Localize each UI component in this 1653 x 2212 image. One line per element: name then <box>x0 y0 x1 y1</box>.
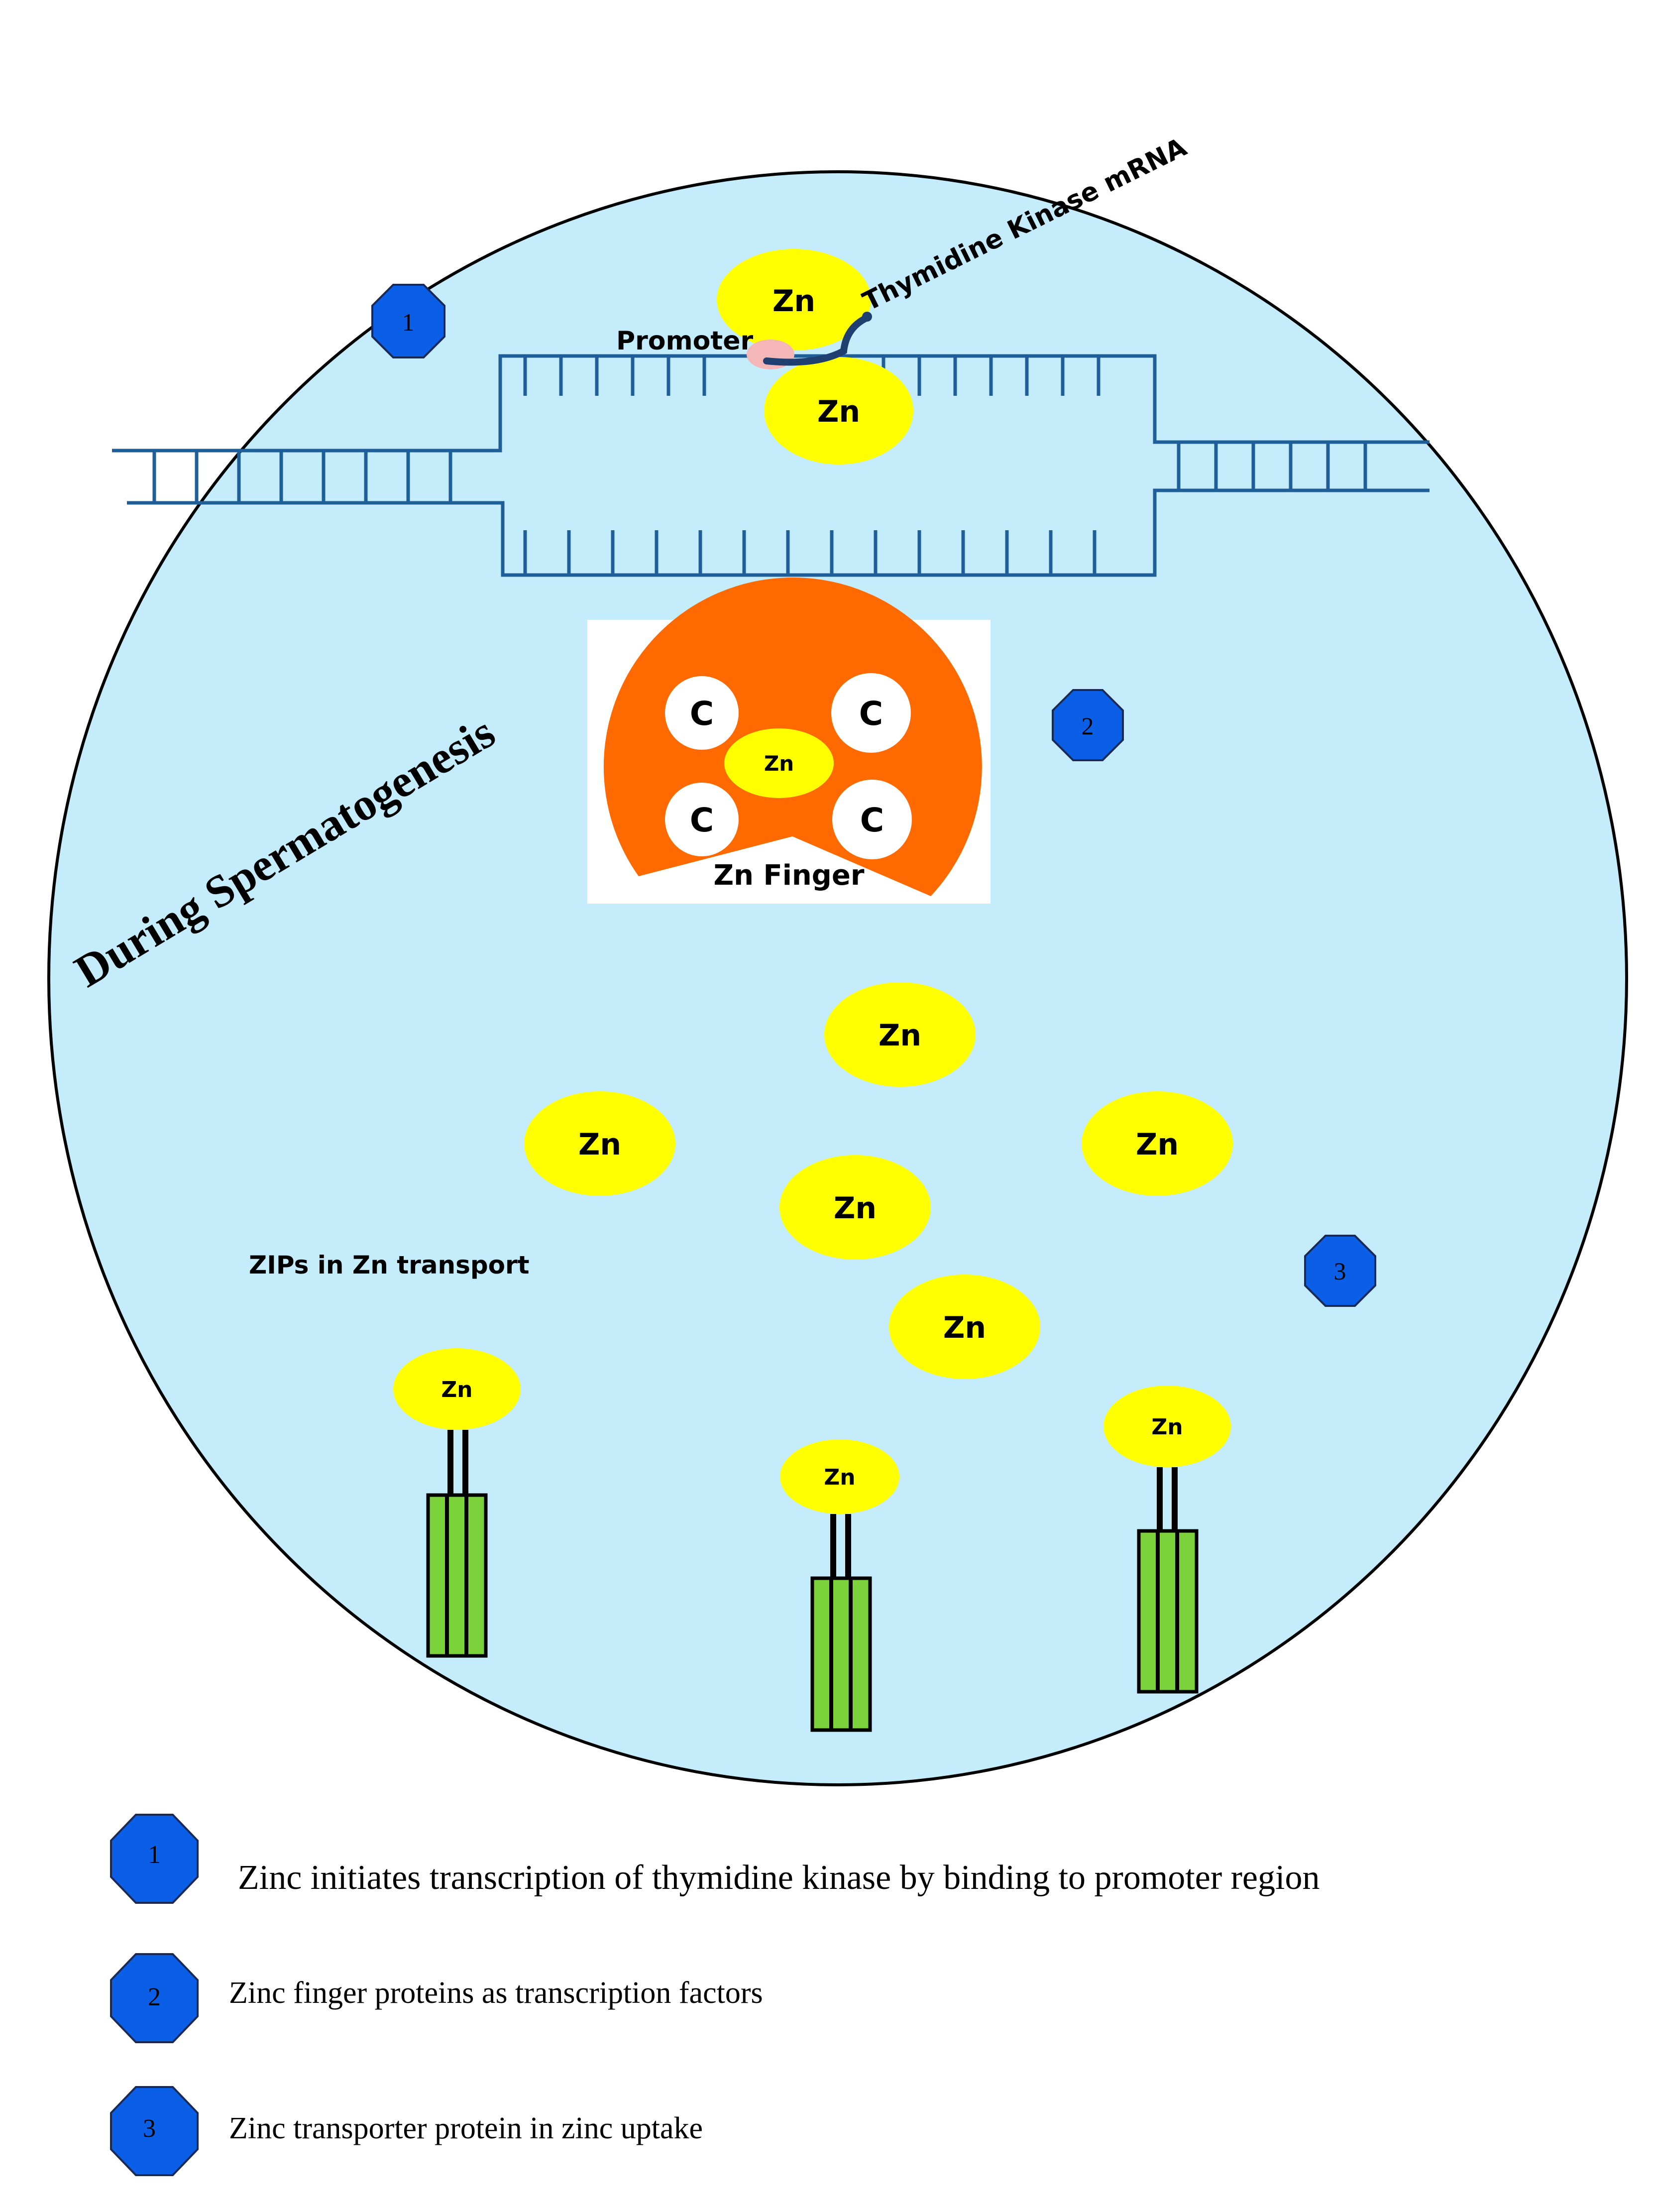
legend-item-3: 3 Zinc transporter protein in zinc uptak… <box>110 2086 703 2176</box>
zip-transporter: Zn <box>393 1348 521 1658</box>
marker-3: 3 <box>1304 1235 1376 1307</box>
zinc-finger-label: Zn Finger <box>714 859 865 892</box>
zip-transporter: Zn <box>780 1439 899 1732</box>
svg-text:2: 2 <box>1082 712 1094 740</box>
svg-text:Zn: Zn <box>943 1310 986 1345</box>
svg-text:Zn: Zn <box>578 1127 621 1162</box>
svg-text:Zn: Zn <box>824 1465 855 1490</box>
dna-bottom-strand <box>127 488 1430 577</box>
cysteine-residues: C C C C <box>665 673 912 859</box>
legend-text: Zinc finger proteins as transcription fa… <box>229 1976 763 2010</box>
svg-text:2: 2 <box>148 1983 161 2011</box>
svg-text:C: C <box>690 801 714 839</box>
legend-octagon <box>110 1814 199 1904</box>
cysteine-residue <box>665 676 739 750</box>
svg-text:Zn: Zn <box>772 284 815 319</box>
zip-transporter: Zn <box>1103 1386 1231 1694</box>
svg-text:C: C <box>690 695 714 733</box>
octagon-marker <box>1052 689 1124 761</box>
zinc-ion: Zn <box>889 1275 1040 1379</box>
transporter-channel <box>1137 1529 1199 1694</box>
cysteine-residue <box>831 673 911 753</box>
legend-text: Zinc initiates transcription of thymidin… <box>238 1859 1320 1897</box>
thymidine-kinase-mrna <box>763 315 869 366</box>
svg-text:Zn: Zn <box>441 1377 472 1402</box>
svg-text:Zn: Zn <box>1151 1414 1183 1440</box>
svg-text:Zn: Zn <box>834 1191 877 1226</box>
promoter-label: Promoter <box>616 326 754 356</box>
transporter-channel <box>810 1576 872 1732</box>
mrna-end <box>862 312 872 322</box>
cysteine-residue <box>832 780 912 859</box>
marker-1: 1 <box>371 284 445 358</box>
octagon-marker <box>1304 1235 1376 1307</box>
legend-item-2: 2 Zinc finger proteins as transcription … <box>110 1953 763 2043</box>
zip-transport-label: ZIPs in Zn transport <box>249 1251 530 1280</box>
svg-text:3: 3 <box>1334 1257 1346 1285</box>
svg-text:1: 1 <box>402 308 415 336</box>
dna-zinc-top: Zn <box>717 249 871 350</box>
svg-text:C: C <box>860 801 884 839</box>
zinc-ion: Zn <box>524 1091 675 1196</box>
cysteine-residue <box>665 783 739 856</box>
svg-text:Zn: Zn <box>879 1018 921 1053</box>
transporter-zinc <box>393 1348 521 1430</box>
legend-item-1: 1 Zinc initiates transcription of thymid… <box>110 1814 1320 1904</box>
free-zinc-ions: Zn Zn Zn Zn Zn <box>524 982 1233 1379</box>
svg-text:Zn: Zn <box>1136 1127 1179 1162</box>
marker-2: 2 <box>1052 689 1124 761</box>
legend-octagon <box>110 1953 199 2043</box>
zinc-finger-zinc <box>724 728 834 798</box>
legend-octagon <box>110 2086 199 2176</box>
svg-text:Zn: Zn <box>817 394 860 429</box>
transporter-zinc <box>1103 1386 1231 1467</box>
svg-text:C: C <box>859 695 883 733</box>
transporter-channel <box>426 1493 488 1658</box>
zinc-finger-zinc-label: Zn <box>764 751 794 776</box>
svg-text:3: 3 <box>143 2114 156 2143</box>
zinc-ion: Zn <box>779 1155 931 1260</box>
dna-zinc-bottom: Zn <box>764 357 913 465</box>
transporter-zinc <box>780 1439 899 1514</box>
legend: 1 Zinc initiates transcription of thymid… <box>110 1814 1320 2176</box>
svg-text:1: 1 <box>148 1841 161 1869</box>
legend-text: Zinc transporter protein in zinc uptake <box>229 2111 703 2145</box>
zinc-ion: Zn <box>1082 1091 1233 1196</box>
octagon-marker <box>371 284 445 358</box>
zinc-ion: Zn <box>824 982 976 1087</box>
